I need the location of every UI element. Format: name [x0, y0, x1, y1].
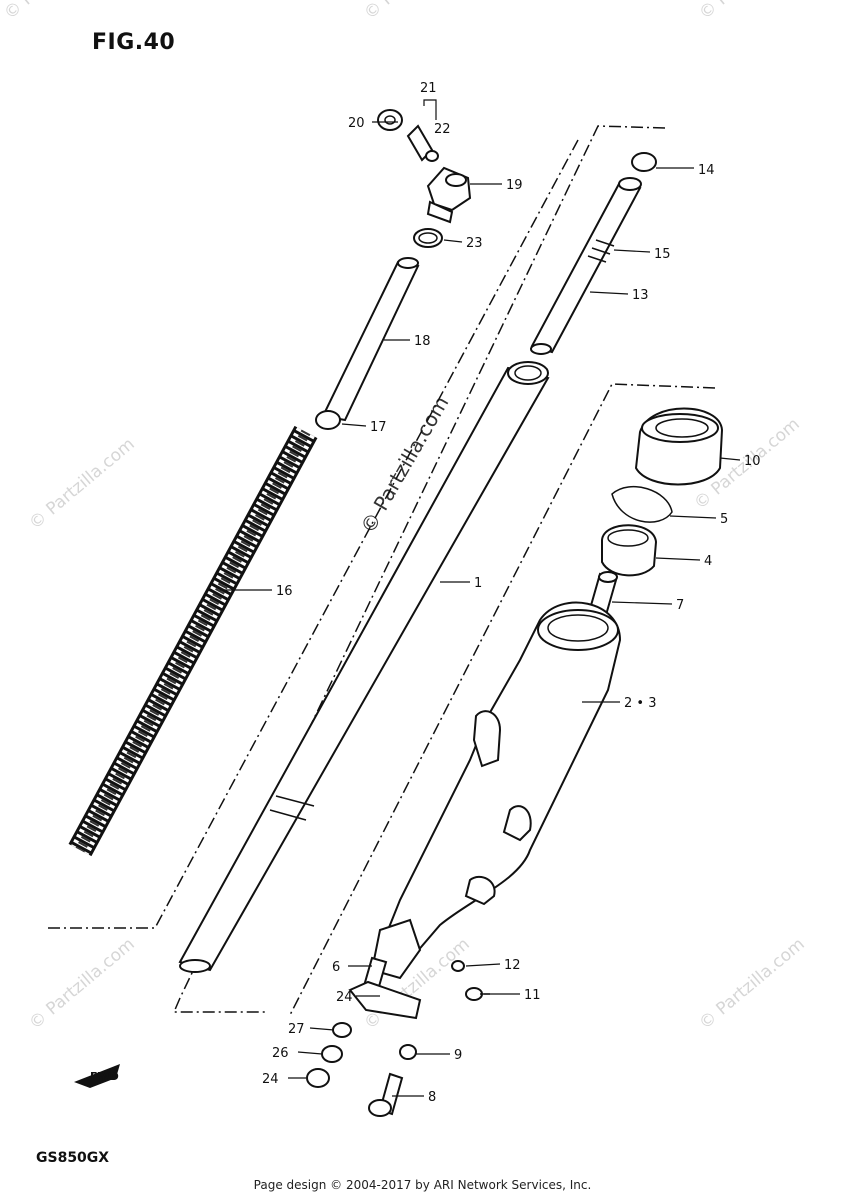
exploded-fork-diagram: © Partzilla.com © Partzilla.com © Partzi…: [0, 0, 809, 1117]
part-26-washer: [321, 1045, 343, 1063]
part-9-nut: [399, 1044, 417, 1060]
callout-17: 17: [370, 420, 387, 435]
part-14-cap: [631, 152, 657, 172]
callout-labels: 20 21 22 19 23 18 17 16 14 15 13 1 10 5 …: [262, 81, 761, 1105]
callout-27: 27: [288, 1022, 305, 1037]
part-19-cap-bolt: [426, 166, 472, 224]
callout-7: 7: [676, 598, 684, 613]
part-8-bolt: [368, 1072, 404, 1117]
callout-10: 10: [744, 454, 761, 469]
callout-21: 21: [420, 81, 437, 96]
part-4-oil-seal: [601, 524, 658, 577]
model-code: GS850GX: [36, 1150, 110, 1166]
part-18-spacer: [321, 257, 420, 422]
callout-22: 22: [434, 122, 451, 137]
part-17-washer: [315, 410, 341, 430]
watermark-left-mid: © Partzilla.com: [25, 434, 138, 534]
callout-9: 9: [454, 1048, 462, 1063]
forward-label: FWD: [90, 1070, 119, 1083]
figure-title: FIG.40: [92, 30, 176, 55]
callout-1: 1: [474, 576, 482, 591]
part-15-ring: [587, 239, 615, 263]
part-2-3-outer-tube: [370, 601, 622, 980]
inner-assembly-frame: [172, 125, 666, 1013]
part-23-o-ring: [413, 228, 443, 248]
part-1-inner-tube: [178, 361, 550, 973]
callout-26: 26: [272, 1046, 289, 1061]
outer-assembly-frame: [289, 383, 716, 1016]
callout-11: 11: [524, 988, 541, 1003]
part-21-22-valve: [406, 99, 439, 162]
callout-15: 15: [654, 247, 671, 262]
watermark-left-low: © Partzilla.com: [25, 934, 138, 1034]
part-24-nut: [306, 1068, 330, 1088]
part-20-nut: [377, 109, 403, 131]
callout-24-lower: 24: [262, 1072, 279, 1087]
watermark-top-left: © Partzilla.com: [0, 0, 113, 24]
watermark-top-mid: © Partzilla.com: [360, 0, 473, 24]
callout-19: 19: [506, 178, 523, 193]
callout-16: 16: [276, 584, 293, 599]
callout-14: 14: [698, 163, 715, 178]
part-13-damper-rod: [530, 177, 642, 355]
part-10-dust-seal: [634, 407, 724, 486]
callout-2-3: 2 • 3: [624, 696, 656, 711]
callout-13: 13: [632, 288, 649, 303]
callout-12: 12: [504, 958, 521, 973]
callout-4: 4: [704, 554, 712, 569]
callout-5: 5: [720, 512, 728, 527]
callout-24-upper: 24: [336, 990, 353, 1005]
copyright-footer: Page design © 2004-2017 by ARI Network S…: [253, 1178, 592, 1192]
part-12-washer: [451, 960, 465, 972]
forward-arrow-icon: FWD: [74, 1064, 120, 1088]
callout-6: 6: [332, 960, 340, 975]
callout-18: 18: [414, 334, 431, 349]
callout-23: 23: [466, 236, 483, 251]
part-16-spring: [68, 425, 318, 857]
watermark-right-low: © Partzilla.com: [695, 934, 808, 1034]
callout-20: 20: [348, 116, 365, 131]
leader-lines: [220, 121, 741, 1097]
callout-8: 8: [428, 1090, 436, 1105]
part-5-stopper-ring: [611, 485, 673, 523]
part-27-washer: [332, 1022, 352, 1038]
watermark-top-right: © Partzilla.com: [695, 0, 808, 24]
part-23-o-ring-inner: [418, 232, 438, 244]
part-24-axle-holder: [348, 980, 422, 1020]
